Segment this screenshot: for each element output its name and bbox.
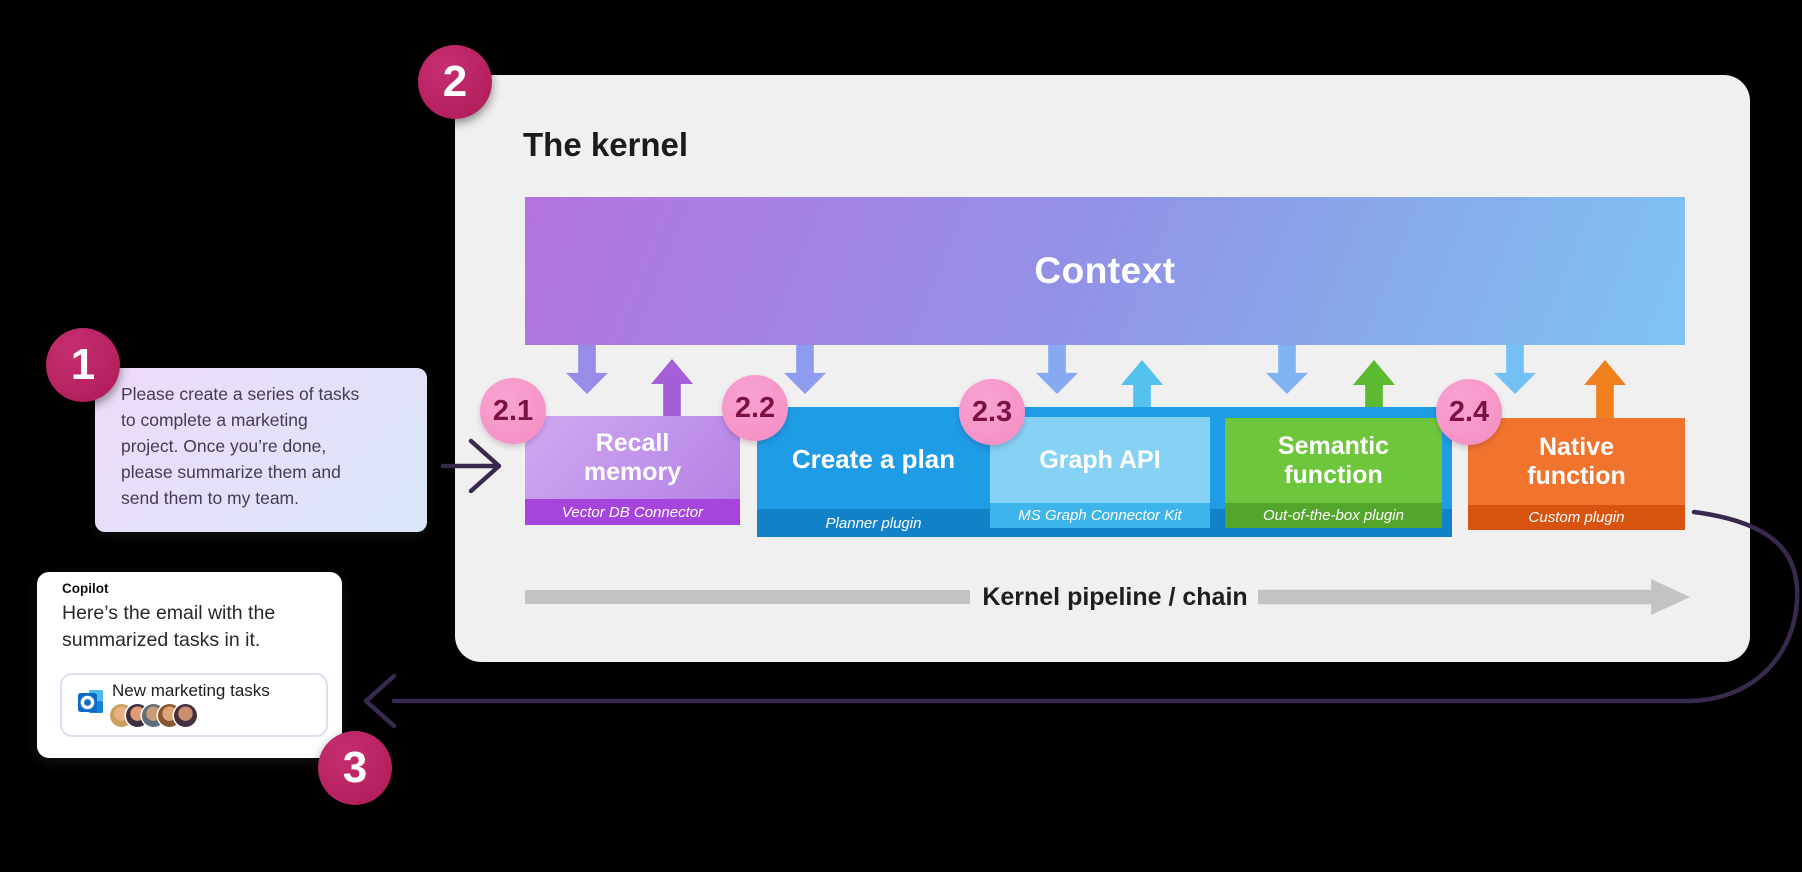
out-of-the-box-plugin-label: Out-of-the-box plugin xyxy=(1263,507,1404,524)
step-badge-1: 1 xyxy=(46,328,120,402)
pipeline-bar-left xyxy=(525,590,970,604)
recall-memory-main: Recall memory xyxy=(525,416,740,499)
context-label: Context xyxy=(1034,250,1176,291)
badge-2-4: 2.4 xyxy=(1436,379,1502,445)
badge-2-1: 2.1 xyxy=(480,378,546,444)
custom-plugin-label: Custom plugin xyxy=(1528,509,1625,526)
email-chip xyxy=(60,673,328,737)
user-prompt-bubble: Please create a series of tasks to compl… xyxy=(95,368,427,532)
graph-api-box: Graph API MS Graph Connector Kit xyxy=(990,417,1210,528)
vector-db-connector-label: Vector DB Connector xyxy=(561,503,704,521)
semantic-function-title-line2: function xyxy=(1284,460,1383,489)
copilot-message-line: Here’s the email with the xyxy=(62,602,276,624)
recipient-avatars xyxy=(110,704,197,727)
semantic-function-footer: Out-of-the-box plugin xyxy=(1225,503,1442,528)
graph-api-main: Graph API xyxy=(990,417,1210,503)
recall-memory-title-line2: memory xyxy=(583,457,682,486)
copilot-message-line: summarized tasks in it. xyxy=(62,629,261,651)
native-function-footer: Custom plugin xyxy=(1468,505,1685,530)
recall-memory-title-line1: Recall xyxy=(595,428,670,457)
native-function-title-line2: function xyxy=(1527,461,1626,490)
semantic-function-title-line1: Semantic xyxy=(1277,431,1390,460)
avatar xyxy=(174,704,197,727)
badge-2-3: 2.3 xyxy=(959,379,1025,445)
email-subject: New marketing tasks xyxy=(112,681,270,700)
recall-memory-box: Recall memory Vector DB Connector xyxy=(525,416,740,525)
badge-2-2: 2.2 xyxy=(722,375,788,441)
copilot-app-name: Copilot xyxy=(62,581,109,596)
planner-plugin-label: Planner plugin xyxy=(825,514,922,532)
native-function-box: Native function Custom plugin xyxy=(1468,418,1685,530)
graph-api-footer: MS Graph Connector Kit xyxy=(990,503,1210,528)
user-prompt-line: send them to my team. xyxy=(121,488,299,508)
user-prompt-line: to complete a marketing xyxy=(121,410,308,430)
create-a-plan-title: Create a plan xyxy=(791,443,956,474)
context-bar: Context xyxy=(525,197,1685,345)
native-function-title-line1: Native xyxy=(1538,432,1615,461)
outlook-icon xyxy=(78,689,104,716)
step-badge-3: 3 xyxy=(318,731,392,805)
user-prompt-line: please summarize them and xyxy=(121,462,341,482)
kernel-panel-title: The kernel xyxy=(523,126,689,163)
semantic-function-box: Semantic function Out-of-the-box plugin xyxy=(1225,418,1442,528)
recall-memory-footer: Vector DB Connector xyxy=(525,499,740,525)
pipeline-label: Kernel pipeline / chain xyxy=(982,582,1248,611)
ms-graph-connector-kit-label: MS Graph Connector Kit xyxy=(1018,507,1182,524)
user-prompt-line: Please create a series of tasks xyxy=(121,384,360,404)
step-badge-2: 2 xyxy=(418,45,492,119)
semantic-function-main: Semantic function xyxy=(1225,418,1442,503)
user-prompt-line: project. Once you’re done, xyxy=(121,436,327,456)
graph-api-title: Graph API xyxy=(1039,445,1161,474)
native-function-main: Native function xyxy=(1468,418,1685,505)
copilot-message: Here’s the email with the summarized tas… xyxy=(62,600,275,654)
